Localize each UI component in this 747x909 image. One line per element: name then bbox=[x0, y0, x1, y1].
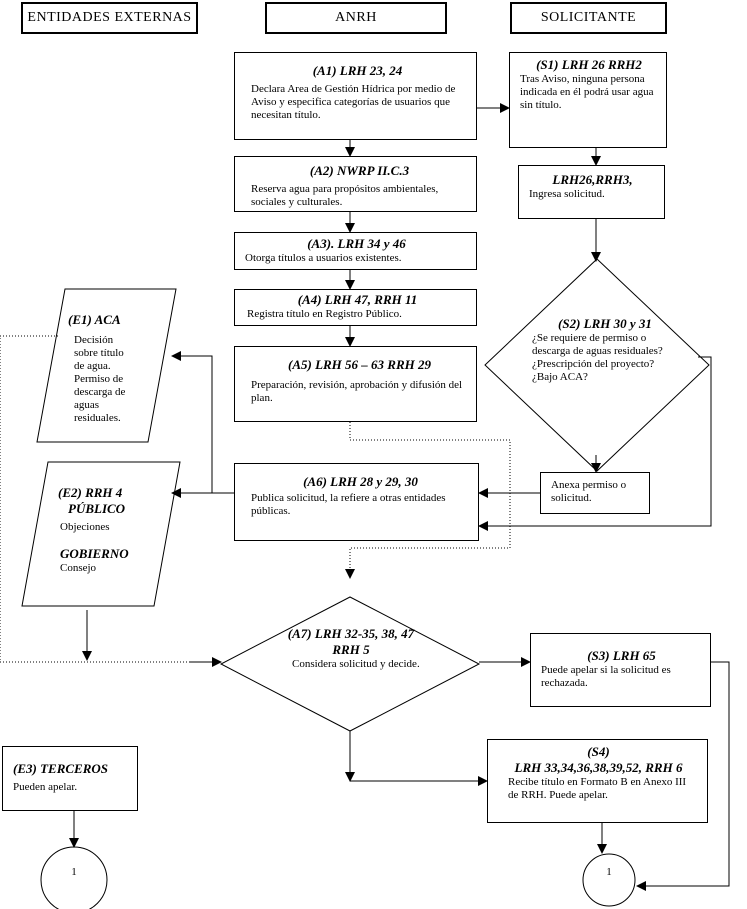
e2-title2: PÚBLICO bbox=[68, 501, 126, 516]
e1-label: (E1) ACA Decisión sobre título de agua. … bbox=[68, 312, 158, 436]
a4-text: Registra título en Registro Público. bbox=[247, 308, 402, 320]
s2-title: (S2) LRH 30 y 31 bbox=[558, 316, 652, 331]
arrow-a6-e1 bbox=[171, 351, 213, 493]
e2-title3: GOBIERNO bbox=[60, 546, 129, 561]
s3-box: (S3) LRH 65 Puede apelar si la solicitud… bbox=[530, 633, 711, 707]
s4-box: (S4) LRH 33,34,36,38,39,52, RRH 6 Recibe… bbox=[487, 739, 708, 823]
e2-label: (E2) RRH 4 PÚBLICO Objeciones GOBIERNO C… bbox=[58, 485, 168, 605]
s3-title: (S3) LRH 65 bbox=[587, 648, 656, 663]
e2-text2: Consejo bbox=[60, 562, 97, 574]
s4-title: (S4) bbox=[587, 744, 610, 759]
e2-shape bbox=[21, 461, 181, 607]
a6-title: (A6) LRH 28 y 29, 30 bbox=[303, 474, 418, 489]
s1b-title: LRH26,RRH3, bbox=[552, 172, 633, 187]
a7-text: Considera solicitud y decide. bbox=[292, 658, 420, 670]
arrow-s2-a6 bbox=[478, 356, 712, 531]
a1-title: (A1) LRH 23, 24 bbox=[312, 63, 403, 78]
a2-title: (A2) NWRP II.C.3 bbox=[309, 163, 410, 178]
s1-box: (S1) LRH 26 RRH2 Tras Aviso, ninguna per… bbox=[509, 52, 667, 148]
s4-text: Recibe título en Formato B en Anexo III … bbox=[508, 776, 687, 801]
connector-right-label: 1 bbox=[606, 866, 612, 878]
e1-title: (E1) ACA bbox=[68, 312, 121, 327]
header-anrh: ANRH bbox=[265, 2, 447, 34]
e1-shape bbox=[36, 288, 177, 443]
annex-text: Anexa permiso o solicitud. bbox=[551, 479, 627, 504]
a4-title: (A4) LRH 47, RRH 11 bbox=[297, 292, 418, 307]
e3-box: (E3) TERCEROS Pueden apelar. bbox=[2, 746, 138, 811]
a1-text: Declara Area de Gestión Hídrica por medi… bbox=[251, 83, 456, 121]
e1-text: Decisión sobre título de agua. Permiso d… bbox=[74, 334, 126, 424]
a7-label: (A7) LRH 32-35, 38, 47 RRH 5 Considera s… bbox=[276, 626, 426, 696]
header-applicant: SOLICITANTE bbox=[510, 2, 667, 34]
s2-text: ¿Se requiere de permiso o descarga de ag… bbox=[532, 332, 663, 383]
annex-box: Anexa permiso o solicitud. bbox=[540, 472, 650, 514]
s3-text: Puede apelar si la solicitud es rechazad… bbox=[541, 664, 671, 689]
e2-text: Objeciones bbox=[60, 521, 110, 533]
a2-box: (A2) NWRP II.C.3 Reserva agua para propó… bbox=[234, 156, 477, 212]
a4-box: (A4) LRH 47, RRH 11 Registra título en R… bbox=[234, 289, 477, 326]
s1-text: Tras Aviso, ninguna persona indicada en … bbox=[520, 73, 654, 111]
a6-text: Publica solicitud, la refiere a otras en… bbox=[251, 492, 446, 517]
connector-circle-right bbox=[582, 853, 636, 907]
e3-title: (E3) TERCEROS bbox=[13, 761, 108, 776]
arrow-s3-circle bbox=[636, 661, 730, 891]
a5-title: (A5) LRH 56 – 63 RRH 29 bbox=[287, 357, 431, 372]
dotted-a5-a7 bbox=[349, 422, 511, 578]
connector-left-label: 1 bbox=[71, 866, 77, 878]
e3-text: Pueden apelar. bbox=[13, 781, 78, 793]
a2-text: Reserva agua para propósitos ambientales… bbox=[251, 183, 439, 208]
a6-box: (A6) LRH 28 y 29, 30 Publica solicitud, … bbox=[234, 463, 479, 541]
a3-title: (A3). LRH 34 y 46 bbox=[307, 236, 406, 251]
header-external: ENTIDADES EXTERNAS bbox=[21, 2, 198, 34]
a3-box: (A3). LRH 34 y 46 Otorga títulos a usuar… bbox=[234, 232, 477, 270]
s1b-text: Ingresa solicitud. bbox=[529, 188, 605, 200]
s2-label: (S2) LRH 30 y 31 ¿Se requiere de permiso… bbox=[530, 316, 680, 406]
e2-title: (E2) RRH 4 bbox=[58, 485, 123, 500]
a3-text: Otorga títulos a usuarios existentes. bbox=[245, 252, 402, 264]
a5-text: Preparación, revisión, aprobación y difu… bbox=[251, 379, 463, 404]
a7-title: (A7) LRH 32-35, 38, 47 RRH 5 bbox=[287, 626, 415, 657]
s4-subtitle: LRH 33,34,36,38,39,52, RRH 6 bbox=[514, 760, 683, 775]
a1-box: (A1) LRH 23, 24 Declara Area de Gestión … bbox=[234, 52, 477, 140]
a5-box: (A5) LRH 56 – 63 RRH 29 Preparación, rev… bbox=[234, 346, 477, 422]
s1b-box: LRH26,RRH3, Ingresa solicitud. bbox=[518, 165, 665, 219]
s1-title: (S1) LRH 26 RRH2 bbox=[536, 57, 642, 72]
